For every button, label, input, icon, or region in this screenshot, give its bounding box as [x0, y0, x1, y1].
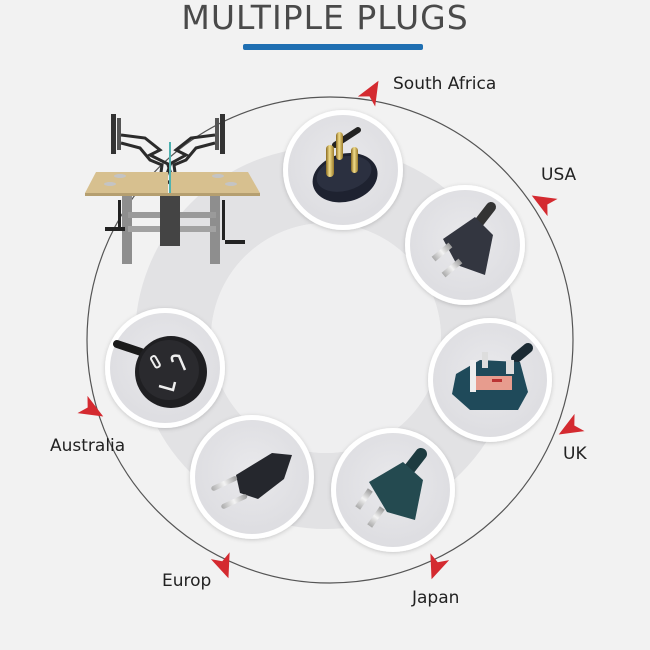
- region-label-europ: Europ: [162, 571, 212, 591]
- uk-plug-icon: [452, 343, 533, 410]
- south-africa-plug-icon: [312, 127, 378, 203]
- outer-orbit-circle: [86, 96, 574, 584]
- arrow-marker-japan: [430, 553, 450, 580]
- plug-card-south-africa: [283, 110, 403, 230]
- arrow-marker-south-africa: [357, 80, 379, 107]
- europe-plug-icon: [211, 453, 292, 509]
- australia-plug-icon: [113, 336, 207, 408]
- arrow-marker-uk: [558, 413, 585, 435]
- region-label-australia: Australia: [50, 436, 126, 456]
- plug-card-japan: [331, 428, 455, 552]
- inner-disc: [211, 223, 441, 453]
- title-underline: [243, 44, 423, 50]
- page-title: MULTIPLE PLUGS: [181, 0, 469, 37]
- standing-desk-image: [85, 114, 260, 264]
- plug-card-uk: [428, 318, 552, 442]
- plug-card-australia: [105, 308, 225, 428]
- region-label-uk: UK: [563, 444, 587, 464]
- arrow-marker-australia: [77, 395, 104, 417]
- region-label-usa: USA: [541, 165, 577, 185]
- region-label-south-africa: South Africa: [393, 74, 497, 94]
- arrow-marker-europ: [210, 552, 230, 579]
- arrow-marker-usa: [531, 195, 558, 217]
- plug-card-usa: [405, 185, 525, 305]
- plug-card-europ: [190, 415, 314, 539]
- usa-plug-icon: [431, 202, 496, 278]
- region-label-japan: Japan: [412, 588, 460, 608]
- japan-plug-icon: [355, 448, 427, 528]
